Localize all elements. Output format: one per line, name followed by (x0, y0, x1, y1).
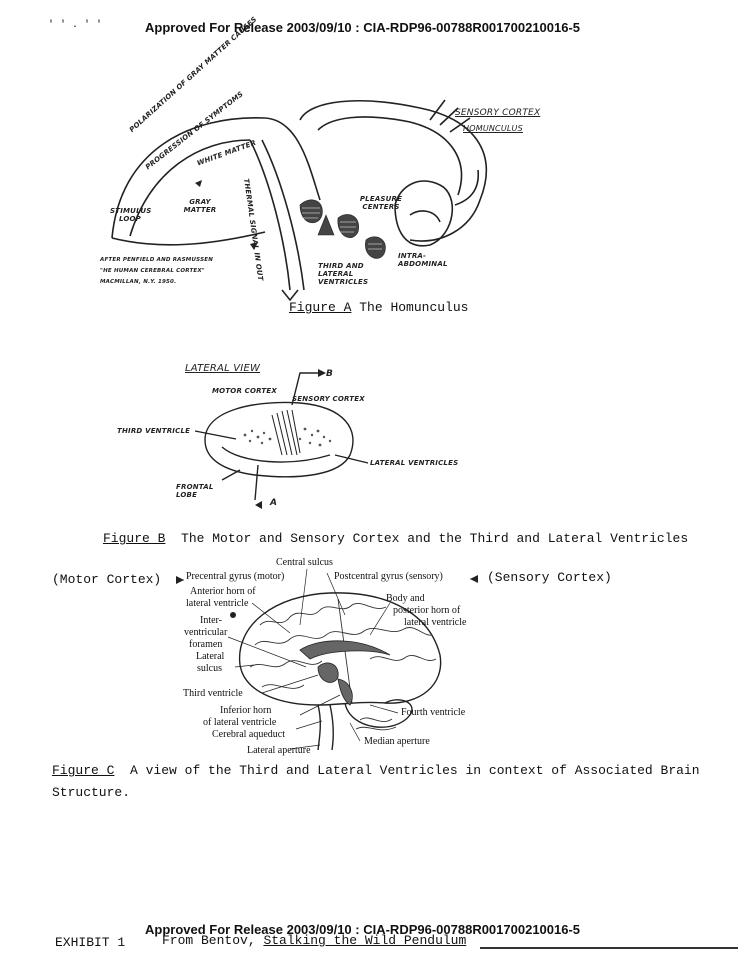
label-median-aperture: Median aperture (364, 736, 430, 747)
release-header: Approved For Release 2003/09/10 : CIA-RD… (145, 20, 581, 35)
figure-a-caption-label: Figure A (289, 300, 352, 315)
label-pleasure-centers: PLEASURE CENTERS (359, 195, 403, 211)
label-frontal-lobe: FRONTAL LOBE (176, 483, 214, 499)
label-body-1: Body and (386, 593, 425, 604)
label-homunculus: HOMUNCULUS (463, 124, 523, 133)
figure-c-caption-line-2: Structure. (52, 785, 131, 800)
exhibit-label: EXHIBIT 1 (55, 935, 126, 950)
label-body-3: lateral ventricle (404, 617, 467, 628)
label-inferior-2: of lateral ventricle (203, 717, 277, 728)
label-postcentral: Postcentral gyrus (sensory) (334, 571, 443, 582)
source-book-title: Stalking the Wild Pendulum (263, 933, 467, 948)
figure-b-caption-label: Figure B (103, 531, 166, 546)
label-body-2: posterior horn of (393, 605, 461, 616)
footer-rule (480, 947, 738, 949)
label-motor-cortex: MOTOR CORTEX (212, 387, 277, 395)
figure-a-caption-text: The Homunculus (359, 300, 469, 315)
label-lateral-sulcus-2: sulcus (197, 663, 222, 674)
label-arrow-b: B (326, 369, 334, 379)
label-aqueduct: Cerebral aqueduct (212, 729, 286, 740)
label-precentral: Precentral gyrus (motor) (186, 571, 285, 582)
figure-a-caption: Figure A The Homunculus (289, 300, 468, 315)
label-sensory-cortex-b: SENSORY CORTEX (292, 395, 365, 403)
label-anterior-horn-1: Anterior horn of (190, 586, 256, 597)
stray-marks: ' ' . ' ' (48, 20, 103, 31)
figure-c-caption: Figure C A view of the Third and Lateral… (52, 763, 700, 778)
label-third-ventricle-c: Third ventricle (183, 688, 243, 699)
figure-b-caption-text: The Motor and Sensory Cortex and the Thi… (181, 531, 689, 546)
label-gray-matter: GRAY MATTER (183, 198, 217, 214)
label-lateral-sulcus-1: Lateral (196, 651, 225, 662)
release-footer: Approved For Release 2003/09/10 : CIA-RD… (145, 922, 581, 937)
label-third-lateral: THIRD AND LATERAL VENTRICLES (318, 262, 369, 286)
figure-c-caption-text: A view of the Third and Lateral Ventricl… (130, 763, 700, 778)
credit-line-2: "HE HUMAN CEREBRAL CORTEX" (100, 268, 205, 274)
label-stimulus-loop: STIMULUS LOOP (110, 207, 152, 223)
label-intra-abdominal: INTRA-ABDOMINAL (398, 252, 448, 268)
label-lateral-view: LATERAL VIEW (185, 363, 261, 374)
label-sensory-cortex: SENSORY CORTEX (455, 108, 541, 118)
source-citation: From Bentov, Stalking the Wild Pendulum (162, 933, 466, 948)
figure-c-caption-label: Figure C (52, 763, 115, 778)
motor-cortex-note: (Motor Cortex) (52, 572, 162, 587)
credit-line-1: AFTER PENFIELD AND RASMUSSEN (100, 257, 214, 263)
figure-b-caption: Figure B The Motor and Sensory Cortex an… (103, 531, 688, 546)
credit-line-3: MACMILLAN, N.Y. 1950. (100, 279, 177, 285)
lateral-view-drawing (194, 369, 369, 509)
brain-drawing (176, 568, 478, 751)
homunculus-drawing (111, 99, 488, 302)
figure-c: Central sulcus Precentral gyrus (motor) … (0, 555, 738, 760)
figure-b: LATERAL VIEW MOTOR CORTEX SENSORY CORTEX… (0, 355, 738, 515)
label-arrow-a: A (270, 498, 278, 508)
label-inter-2: ventricular (184, 627, 228, 638)
label-inter-1: Inter- (200, 615, 223, 626)
label-third-ventricle-b: THIRD VENTRICLE (117, 427, 191, 435)
figure-a: POLARIZATION OF GRAY MATTER CAUSES PROGR… (0, 0, 738, 330)
label-fourth-ventricle: Fourth ventricle (401, 707, 466, 718)
ink-dot (230, 612, 236, 618)
label-central-sulcus: Central sulcus (276, 557, 333, 568)
label-inferior-1: Inferior horn (220, 705, 272, 716)
label-anterior-horn-2: lateral ventricle (186, 598, 249, 609)
label-lateral-aperture: Lateral aperture (247, 745, 311, 756)
label-inter-3: foramen (189, 639, 223, 650)
sensory-cortex-note: (Sensory Cortex) (487, 570, 612, 585)
label-lateral-ventricles: LATERAL VENTRICLES (370, 459, 459, 467)
source-prefix: From Bentov, (162, 933, 256, 948)
